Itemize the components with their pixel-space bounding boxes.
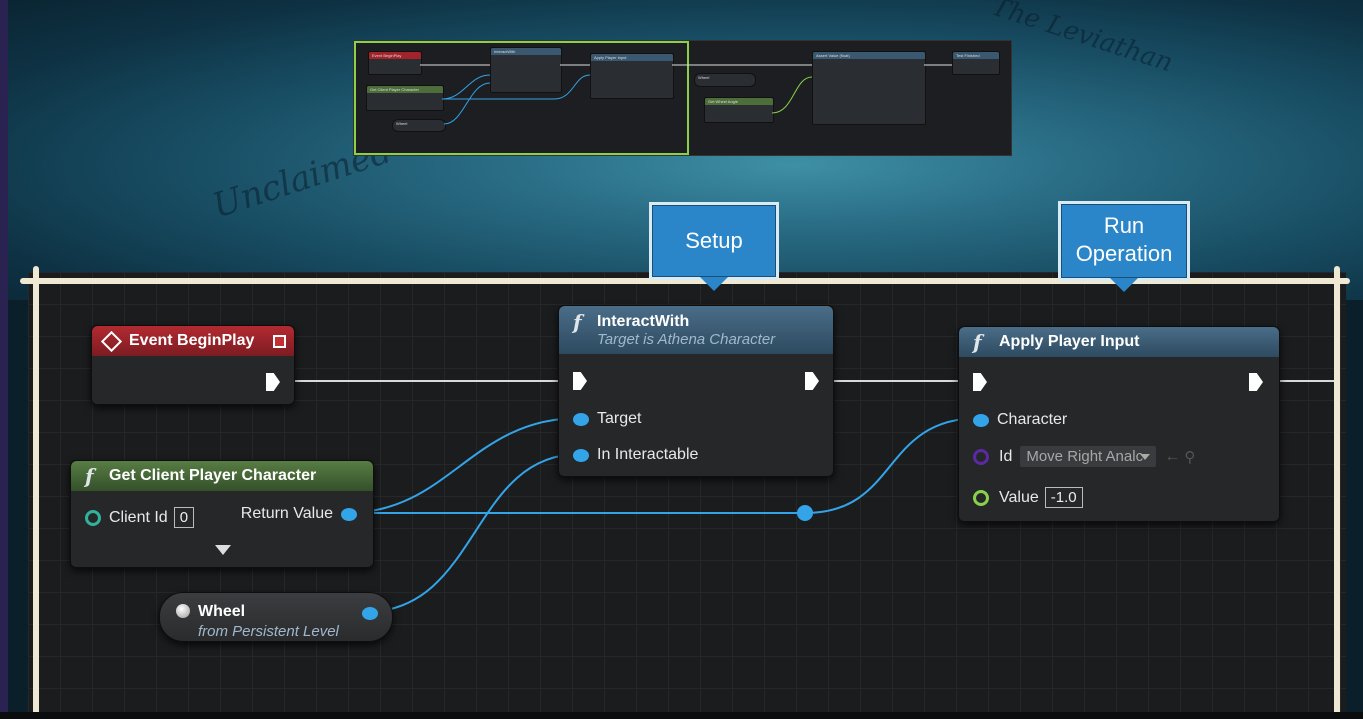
mini-node: Wheel xyxy=(694,73,756,87)
character-label: Character xyxy=(997,411,1068,428)
object-pin-icon xyxy=(573,412,589,426)
interact-with-node[interactable]: f InteractWith Target is Athena Characte… xyxy=(558,305,834,477)
client-id-input[interactable]: 0 xyxy=(173,507,195,528)
exec-in-pin[interactable] xyxy=(573,372,587,390)
client-id-label: Client Id xyxy=(109,508,168,526)
node-title: Get Client Player Character xyxy=(109,467,317,484)
return-value-label: Return Value xyxy=(240,505,333,522)
node-title: Apply Player Input xyxy=(999,333,1140,350)
window-left-edge xyxy=(0,0,8,719)
paper-edge-left xyxy=(33,266,39,719)
expand-arrow-icon[interactable] xyxy=(215,545,231,555)
paper-edge-top xyxy=(20,278,1350,284)
mini-node: Test Finished xyxy=(952,51,1000,75)
id-dropdown[interactable]: Move Right Analc xyxy=(1020,446,1157,467)
bottom-edge xyxy=(0,712,1363,719)
float-pin-icon xyxy=(973,489,989,506)
exec-in-pin[interactable] xyxy=(973,373,987,391)
function-f-icon: f xyxy=(973,330,982,354)
wheel-title: Wheel xyxy=(198,603,246,620)
value-label: Value xyxy=(999,488,1039,506)
name-pin-icon xyxy=(973,448,989,465)
exec-pin-icon xyxy=(1249,373,1263,391)
function-f-icon: f xyxy=(85,464,94,488)
target-pin[interactable]: Target xyxy=(573,410,641,428)
run-operation-label-line1: Run xyxy=(1103,213,1145,238)
get-client-player-character-header: f Get Client Player Character xyxy=(71,461,373,491)
event-beginplay-title: Event BeginPlay xyxy=(129,332,255,349)
object-pin-icon[interactable] xyxy=(362,607,378,620)
event-beginplay-node[interactable]: Event BeginPlay xyxy=(91,325,295,405)
id-label: Id xyxy=(999,447,1013,465)
interact-with-header: f InteractWith Target is Athena Characte… xyxy=(559,306,833,354)
graph-overview-thumbnail[interactable]: Event BeginPlay InteractWith Apply Playe… xyxy=(353,40,1012,156)
setup-banner-label: Setup xyxy=(685,228,743,253)
mini-node: Wheel xyxy=(392,119,446,132)
wheel-subtitle: from Persistent Level xyxy=(198,623,339,640)
int-pin-icon xyxy=(85,509,101,526)
return-value-pin[interactable]: Return Value xyxy=(241,505,357,523)
id-pin[interactable]: Id Move Right Analc ← ⚲ xyxy=(973,446,1195,467)
wire-reroute-node[interactable] xyxy=(797,505,813,521)
exec-out-pin[interactable] xyxy=(266,373,280,391)
exec-pin-icon xyxy=(266,373,280,391)
delegate-pin-icon[interactable] xyxy=(273,335,286,348)
dropdown-arrow-icon[interactable] xyxy=(1140,453,1151,460)
mini-node: Assert Value (float) xyxy=(812,51,926,125)
character-pin[interactable]: Character xyxy=(973,411,1067,429)
setup-banner: Setup xyxy=(649,202,779,291)
event-beginplay-header: Event BeginPlay xyxy=(92,326,294,356)
object-pin-icon xyxy=(573,448,589,462)
paper-edge-right xyxy=(1334,266,1340,719)
mini-node: InteractWith xyxy=(490,47,562,93)
function-f-icon: f xyxy=(573,310,582,334)
apply-player-input-header: f Apply Player Input xyxy=(959,327,1279,357)
exec-pin-icon xyxy=(973,373,987,391)
mini-wires xyxy=(420,64,952,125)
in-interactable-label: In Interactable xyxy=(597,446,699,463)
mini-node: Apply Player Input xyxy=(590,53,674,99)
node-title: InteractWith xyxy=(597,312,690,330)
object-pin-icon xyxy=(973,413,989,427)
object-pin-icon xyxy=(341,507,357,521)
object-reference-icon xyxy=(176,604,190,618)
reset-arrow-icon[interactable]: ← xyxy=(1164,447,1181,465)
mini-node: Get Wheel Angle xyxy=(704,97,774,123)
apply-player-input-node[interactable]: f Apply Player Input Character Id Move R… xyxy=(958,326,1280,522)
client-id-pin[interactable]: Client Id 0 xyxy=(85,507,195,528)
mini-node: Event BeginPlay xyxy=(368,51,422,75)
exec-out-pin[interactable] xyxy=(1249,373,1263,391)
value-input[interactable]: -1.0 xyxy=(1044,487,1083,508)
run-operation-label-line2: Operation xyxy=(1075,241,1173,266)
search-icon[interactable]: ⚲ xyxy=(1184,448,1196,466)
run-operation-banner: Run Operation xyxy=(1058,201,1190,292)
exec-pin-icon xyxy=(573,372,587,390)
exec-out-pin[interactable] xyxy=(805,372,819,390)
value-pin[interactable]: Value -1.0 xyxy=(973,487,1083,508)
node-subtitle: Target is Athena Character xyxy=(597,330,776,348)
target-label: Target xyxy=(597,410,642,427)
in-interactable-pin[interactable]: In Interactable xyxy=(573,446,698,464)
overview-viewport-highlight[interactable] xyxy=(354,41,689,155)
get-client-player-character-node[interactable]: f Get Client Player Character Client Id … xyxy=(70,460,374,568)
mini-node: Get Client Player Character xyxy=(366,85,444,111)
wheel-reference-node[interactable]: Wheel from Persistent Level xyxy=(159,592,393,642)
event-diamond-icon xyxy=(100,330,123,352)
exec-pin-icon xyxy=(805,372,819,390)
